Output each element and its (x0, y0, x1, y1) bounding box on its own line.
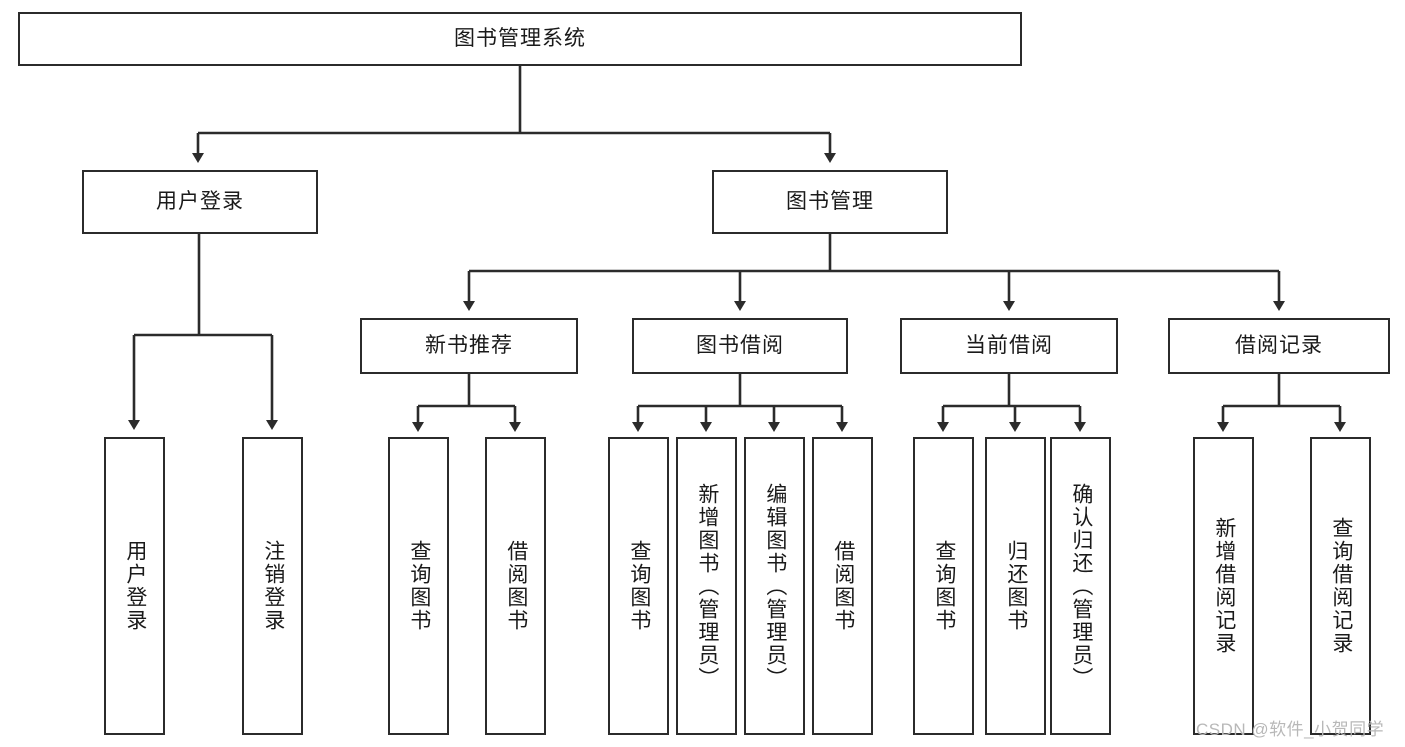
node-label: 确认归还（管理员） (1069, 482, 1093, 690)
node-user-login[interactable]: 用户登录 (82, 170, 318, 234)
node-book-borrow[interactable]: 图书借阅 (632, 318, 848, 374)
node-current-borrow[interactable]: 当前借阅 (900, 318, 1118, 374)
node-label: 当前借阅 (965, 334, 1053, 358)
node-label: 借阅图书 (504, 540, 528, 632)
leaf-query-book-recommend[interactable]: 查询图书 (388, 437, 449, 735)
node-label: 图书借阅 (696, 334, 784, 358)
node-root-system[interactable]: 图书管理系统 (18, 12, 1022, 66)
leaf-confirm-return-admin[interactable]: 确认归还（管理员） (1050, 437, 1111, 735)
leaf-query-book-current[interactable]: 查询图书 (913, 437, 974, 735)
leaf-return-book[interactable]: 归还图书 (985, 437, 1046, 735)
node-label: 用户登录 (156, 190, 244, 214)
leaf-query-borrow-record[interactable]: 查询借阅记录 (1310, 437, 1371, 735)
leaf-borrow-book[interactable]: 借阅图书 (812, 437, 873, 735)
node-label: 借阅图书 (831, 540, 855, 632)
node-label: 新增借阅记录 (1212, 517, 1236, 655)
node-label: 注销登录 (261, 540, 285, 632)
node-label: 图书管理 (786, 190, 874, 214)
leaf-user-login[interactable]: 用户登录 (104, 437, 165, 735)
leaf-edit-book-admin[interactable]: 编辑图书（管理员） (744, 437, 805, 735)
node-label: 查询图书 (627, 540, 651, 632)
node-borrow-record[interactable]: 借阅记录 (1168, 318, 1390, 374)
wire-group-book-borrow (632, 374, 848, 432)
leaf-logout[interactable]: 注销登录 (242, 437, 303, 735)
node-new-book-recommend[interactable]: 新书推荐 (360, 318, 578, 374)
leaf-add-book-admin[interactable]: 新增图书（管理员） (676, 437, 737, 735)
node-label: 查询图书 (407, 540, 431, 632)
node-label: 查询借阅记录 (1329, 517, 1353, 655)
node-label: 查询图书 (932, 540, 956, 632)
node-label: 借阅记录 (1235, 334, 1323, 358)
node-label: 归还图书 (1004, 540, 1028, 632)
node-label: 图书管理系统 (454, 27, 586, 51)
wire-group-root (192, 66, 836, 163)
node-label: 用户登录 (123, 540, 147, 632)
watermark-text: CSDN @软件_小贺同学 (1196, 720, 1385, 739)
leaf-borrow-book-recommend[interactable]: 借阅图书 (485, 437, 546, 735)
wire-group-current-borrow (937, 374, 1086, 432)
node-label: 编辑图书（管理员） (763, 482, 787, 690)
wire-group-borrow-record (1217, 374, 1346, 432)
node-label: 新书推荐 (425, 334, 513, 358)
wire-group-new-book (412, 374, 521, 432)
node-label: 新增图书（管理员） (695, 482, 719, 690)
leaf-query-book-borrow[interactable]: 查询图书 (608, 437, 669, 735)
node-book-management[interactable]: 图书管理 (712, 170, 948, 234)
leaf-add-borrow-record[interactable]: 新增借阅记录 (1193, 437, 1254, 735)
wire-group-book-mgmt (463, 234, 1285, 311)
wire-group-user-login (128, 234, 278, 430)
